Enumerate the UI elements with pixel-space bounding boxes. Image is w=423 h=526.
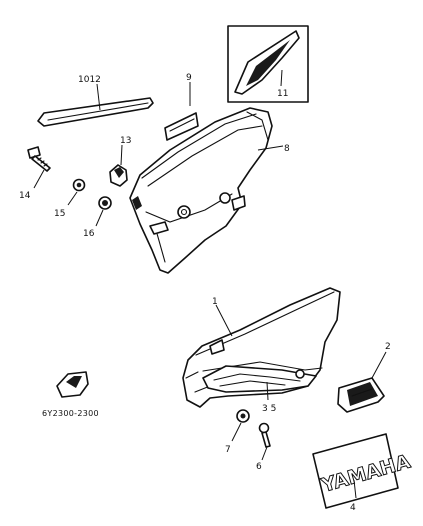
part-16-washer bbox=[98, 196, 112, 210]
callout-13: 13 bbox=[120, 136, 131, 146]
callout-9: 9 bbox=[186, 73, 192, 83]
part-code-label: 6Y2300-2300 bbox=[42, 409, 99, 418]
part-9-plate bbox=[164, 112, 199, 141]
part-8-side-cover bbox=[129, 107, 273, 274]
callout-16: 16 bbox=[83, 229, 95, 239]
callout-6: 6 bbox=[256, 462, 262, 472]
callout-15: 15 bbox=[54, 209, 65, 219]
callout-7: 7 bbox=[225, 445, 231, 455]
callout-2: 2 bbox=[385, 342, 391, 352]
part-14-screw bbox=[27, 146, 51, 172]
part-11-decal-box bbox=[227, 25, 309, 103]
callout-1012: 1012 bbox=[78, 75, 101, 85]
part-2-emblem bbox=[337, 377, 385, 413]
callout-14: 14 bbox=[19, 191, 31, 201]
callout-8: 8 bbox=[284, 144, 290, 154]
part-13-grommet bbox=[109, 164, 128, 187]
part-1-lower-cover bbox=[182, 287, 341, 408]
part-1012-stripe bbox=[37, 97, 154, 127]
part-15-nut bbox=[72, 178, 86, 192]
part-6-screw bbox=[258, 422, 271, 448]
callout-3-5: 3 5 bbox=[262, 404, 276, 414]
callout-11: 11 bbox=[277, 89, 288, 99]
part-7-nut bbox=[236, 409, 250, 423]
callout-1: 1 bbox=[212, 297, 218, 307]
callout-4: 4 bbox=[350, 503, 356, 513]
part-4-yamaha-decal: YAMAHA bbox=[312, 433, 414, 509]
bracket-icon bbox=[56, 371, 89, 398]
